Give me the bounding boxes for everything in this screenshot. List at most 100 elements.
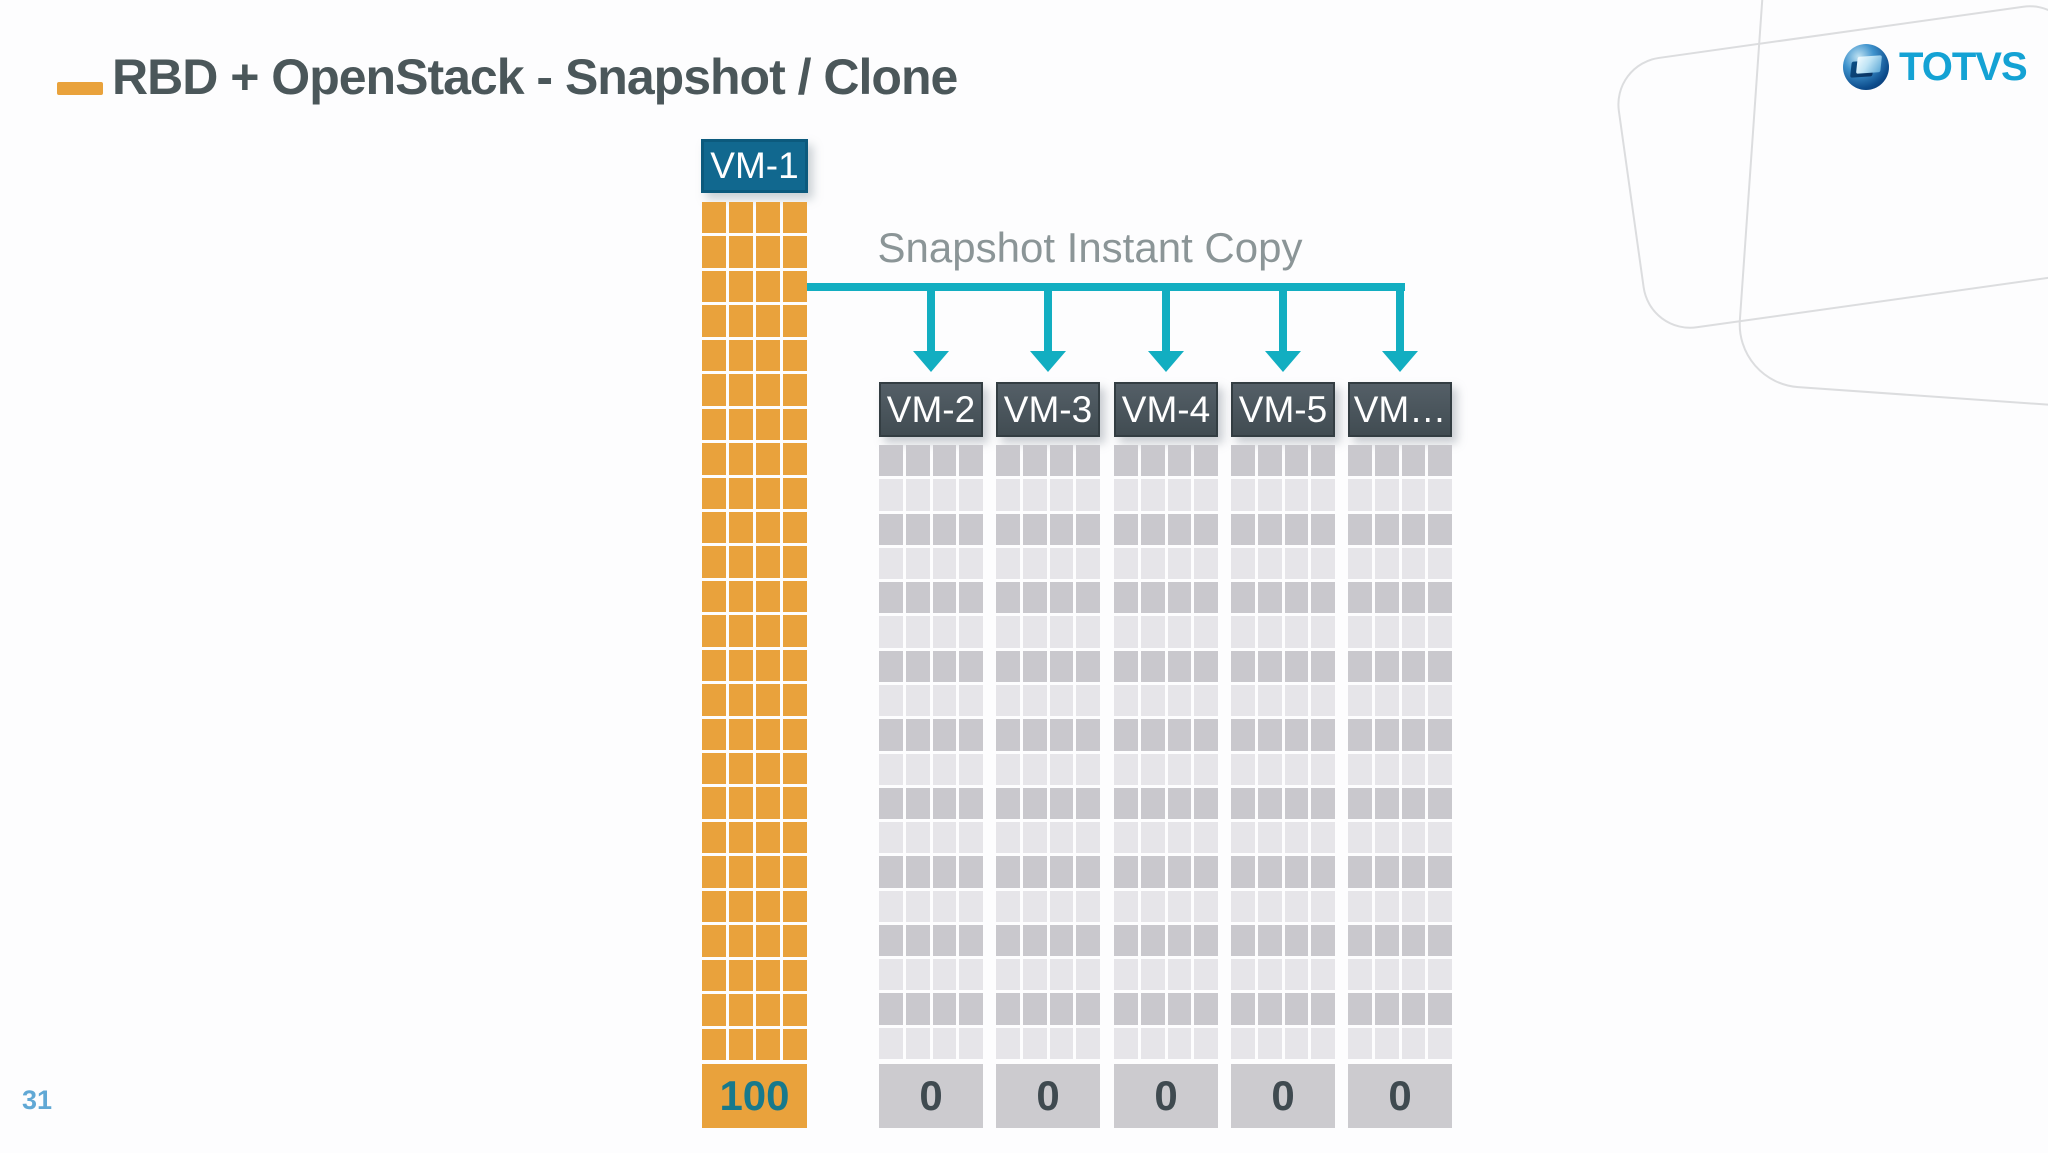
storage-block-empty [905,582,930,614]
storage-block-empty [1284,856,1309,888]
storage-block-empty [959,856,983,888]
storage-block-empty [1049,719,1074,751]
storage-block-empty [1401,753,1426,785]
storage-block-empty [1311,924,1335,957]
storage-block-empty [1140,445,1165,477]
clone-volume-count: 0 [996,1064,1100,1128]
storage-block-used [702,959,726,992]
storage-block-empty [1311,616,1335,648]
storage-block-empty [1194,445,1218,477]
storage-block-empty [1428,856,1452,888]
storage-block-empty [1374,684,1399,717]
snapshot-arrow-head-icon [1382,351,1418,372]
storage-block-empty [879,582,903,614]
storage-block-used [783,856,807,888]
storage-block-empty [1231,822,1255,854]
storage-block-used [729,821,753,854]
storage-block-empty [1401,959,1426,991]
storage-block-empty [879,513,903,545]
storage-block-empty [1140,582,1165,614]
storage-block-empty [1140,513,1165,545]
clone-volume-grid [1114,445,1218,1059]
storage-block-empty [905,924,930,957]
storage-block-empty [1348,684,1372,717]
storage-block-empty [1076,753,1100,785]
storage-block-empty [1311,513,1335,545]
storage-block-empty [959,445,983,477]
storage-block-empty [1257,684,1282,717]
storage-block-empty [1167,1027,1192,1059]
storage-block-empty [1140,993,1165,1025]
storage-block-empty [1114,822,1138,854]
storage-block-empty [1401,1027,1426,1059]
storage-block-empty [1401,445,1426,477]
storage-block-empty [1114,650,1138,682]
storage-block-empty [905,719,930,751]
storage-block-empty [1114,547,1138,580]
storage-block-empty [1257,650,1282,682]
storage-block-empty [1374,890,1399,922]
storage-block-empty [1022,993,1047,1025]
storage-block-used [702,511,726,544]
storage-block-empty [1049,787,1074,820]
storage-block-used [702,236,726,268]
storage-block-empty [1049,650,1074,682]
storage-block-empty [1076,547,1100,580]
storage-block-used [756,787,780,819]
clone-volume-label: VM-4 [1114,382,1218,437]
storage-block-empty [1140,753,1165,785]
storage-block-empty [1428,684,1452,717]
storage-block-empty [1114,959,1138,991]
storage-block-empty [1076,856,1100,888]
clone-volume-label: VM-5 [1231,382,1335,437]
storage-block-used [756,856,780,888]
storage-block-empty [1428,924,1452,957]
storage-block-empty [1022,582,1047,614]
storage-block-empty [1257,479,1282,511]
storage-block-empty [1076,582,1100,614]
storage-block-empty [1231,479,1255,511]
storage-block-empty [1284,890,1309,922]
storage-block-empty [879,616,903,648]
storage-block-empty [879,445,903,477]
snapshot-arrow-stem [1279,287,1287,352]
storage-block-empty [959,993,983,1025]
storage-block-empty [1114,684,1138,717]
storage-block-empty [1401,582,1426,614]
storage-block-empty [1284,479,1309,511]
storage-block-empty [1167,479,1192,511]
storage-block-empty [1348,719,1372,751]
storage-block-empty [1401,822,1426,854]
storage-block-empty [879,547,903,580]
title-accent-dash [57,82,103,95]
storage-block-empty [1114,445,1138,477]
storage-block-empty [1194,1027,1218,1059]
storage-block-empty [996,479,1020,511]
storage-block-empty [1167,513,1192,545]
snapshot-arrow-head-icon [1148,351,1184,372]
storage-block-empty [1257,924,1282,957]
storage-block-empty [1401,856,1426,888]
storage-block-empty [996,513,1020,545]
storage-block-empty [1284,993,1309,1025]
storage-block-empty [1284,445,1309,477]
storage-block-empty [905,856,930,888]
storage-block-empty [1022,753,1047,785]
storage-block-used [756,408,780,441]
storage-block-empty [1194,822,1218,854]
storage-block-empty [1231,959,1255,991]
storage-block-used [783,959,807,992]
storage-block-empty [1076,650,1100,682]
snapshot-arrow-head-icon [1265,351,1301,372]
storage-block-empty [1257,445,1282,477]
storage-block-used [783,649,807,682]
storage-block-empty [1194,547,1218,580]
storage-block-used [756,443,780,475]
storage-block-empty [1076,513,1100,545]
storage-block-empty [1428,582,1452,614]
storage-block-empty [932,650,957,682]
storage-block-used [783,684,807,716]
storage-block-used [729,1028,753,1060]
storage-block-empty [905,822,930,854]
storage-block-empty [996,787,1020,820]
